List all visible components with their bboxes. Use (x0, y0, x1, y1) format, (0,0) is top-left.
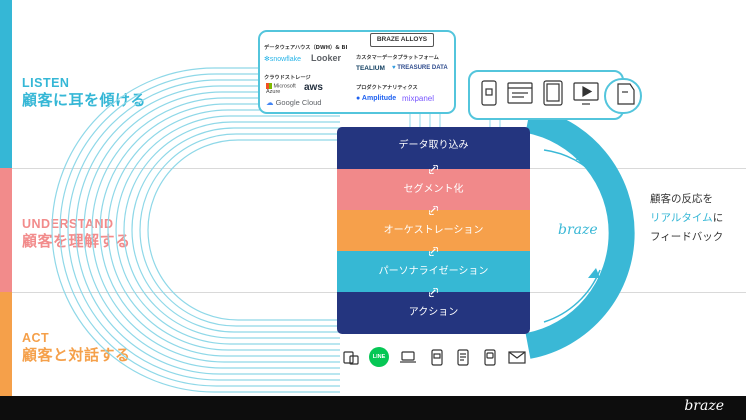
arrow-up-icon (576, 150, 588, 160)
listen-band-bar (0, 0, 12, 168)
category-analytics: プロダクトアナリティクス (356, 85, 418, 91)
listen-title-jp: 顧客に耳を傾ける (22, 92, 147, 109)
watch-icon (617, 83, 635, 105)
feedback-ni: に (712, 212, 724, 224)
snowflake-logo: ✻snowflake (264, 55, 301, 63)
link-icon (429, 206, 438, 215)
azure-label: Microsoft Azure (266, 83, 296, 96)
layer-segmentation: セグメント化 (337, 169, 530, 210)
google-cloud-logo: ☁ Google Cloud (266, 98, 321, 107)
amplitude-label: Amplitude (361, 95, 397, 102)
device-icons (481, 80, 635, 106)
layer-data-ingestion: データ取り込み (337, 127, 530, 169)
listen-title-en: LISTEN (22, 76, 70, 90)
feedback-line3: フィードバック (650, 231, 724, 243)
layer-action: アクション (337, 292, 530, 334)
act-title: ACT 顧客と対話する (22, 331, 131, 365)
heart-icon: ♥ (392, 65, 396, 71)
tablet-icon (543, 80, 563, 106)
layer-orchestration: オーケストレーション (337, 210, 530, 251)
footer-braze-logo: braze (684, 398, 724, 414)
web-push-icon (343, 351, 359, 365)
category-cdp: カスタマーデータプラットフォーム (356, 55, 439, 61)
concentric-loops (51, 67, 340, 393)
feed-lines (409, 114, 501, 127)
mobile-push-icon (431, 349, 443, 366)
layer-action-label: アクション (408, 307, 459, 318)
layer-orchestration-label: オーケストレーション (383, 225, 484, 236)
line-icon: LINE (369, 347, 389, 367)
act-band-bar (0, 292, 12, 396)
link-icon (429, 165, 438, 174)
layer-personalization-label: パーソナライゼーション (378, 266, 489, 277)
feedback-text: 顧客の反応を リアルタイムに フィードバック (650, 190, 723, 247)
mobile-lock-icon (481, 80, 497, 106)
braze-alloys-badge: BRAZE ALLOYS (370, 33, 434, 47)
tv-icon (573, 82, 599, 105)
braze-inner-logo: braze (558, 222, 598, 238)
feedback-realtime: リアルタイム (650, 212, 713, 224)
treasure-data-label: TREASURE DATA (397, 65, 448, 71)
treasure-data-logo: ♥ TREASURE DATA (392, 65, 448, 71)
tealium-logo: TEALIUM (356, 65, 385, 72)
category-dwh: データウェアハウス（DWH）& BI (264, 45, 348, 51)
understand-band-bar (0, 168, 12, 292)
footer-bar: braze (0, 396, 746, 420)
layer-data-ingestion-label: データ取り込み (398, 140, 469, 151)
in-app-icon (457, 349, 469, 366)
braze-platform-stack: データ取り込み セグメント化 オーケストレーション パーソナライゼーション アク… (337, 127, 530, 334)
azure-logo: Microsoft Azure (266, 83, 300, 95)
feedback-line2: リアルタイムに (650, 209, 723, 228)
flow-loops (51, 67, 635, 393)
feedback-line1: 顧客の反応を (650, 193, 713, 205)
amplitude-logo: ● Amplitude (356, 95, 396, 102)
layer-personalization: パーソナライゼーション (337, 251, 530, 292)
arrow-down-icon (588, 268, 600, 278)
layer-segmentation-label: セグメント化 (403, 184, 464, 195)
laptop-icon (400, 351, 416, 363)
microsoft-icon (266, 83, 272, 89)
snowflake-icon: ✻ (264, 56, 270, 63)
category-cloud: クラウドストレージ (264, 75, 311, 81)
google-cloud-icon: ☁ (266, 98, 274, 107)
link-icon (429, 288, 438, 297)
act-title-en: ACT (22, 331, 50, 345)
snowflake-label: snowflake (269, 56, 302, 63)
feedback-arc (525, 107, 635, 359)
listen-title: LISTEN 顧客に耳を傾ける (22, 76, 146, 110)
amplitude-icon: ● (356, 95, 361, 102)
link-icon (429, 247, 438, 256)
sms-icon (484, 349, 496, 366)
mixpanel-logo: mixpanel (402, 94, 435, 103)
looker-logo: Looker (311, 53, 342, 63)
google-cloud-label: Google Cloud (275, 98, 322, 107)
line-label: LINE (372, 354, 386, 360)
act-title-jp: 顧客と対話する (22, 347, 131, 364)
browser-icon (507, 82, 533, 104)
aws-logo: aws (304, 82, 323, 93)
email-icon (508, 351, 526, 364)
